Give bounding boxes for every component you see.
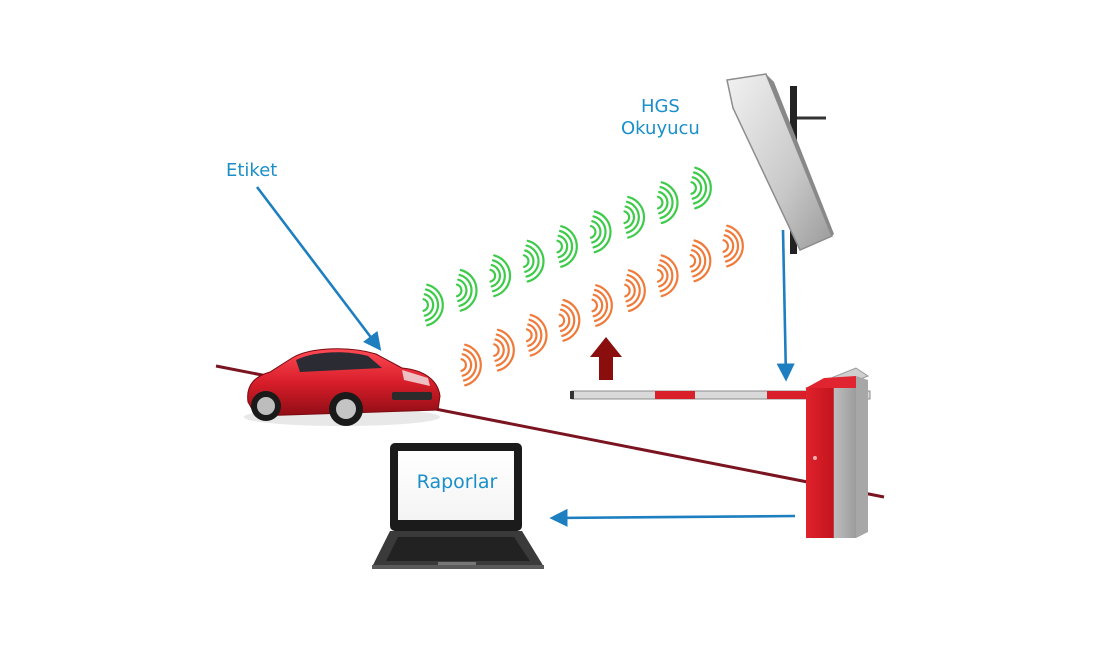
car-icon <box>244 348 441 426</box>
radio-wave-icon <box>489 254 512 298</box>
tag-pointer-arrow <box>255 186 382 351</box>
radio-wave-icon <box>591 284 613 327</box>
reader-label-line1: HGS <box>640 96 680 117</box>
radio-wave-icon <box>558 298 581 342</box>
barrier-to-laptop-arrow <box>549 508 796 527</box>
radio-wave-icon <box>656 254 679 298</box>
radio-wave-icon <box>656 181 679 225</box>
reader-label: HGS Okuyucu <box>621 96 700 140</box>
barrier-gate-icon <box>570 367 871 538</box>
tag-label: Etiket <box>226 160 278 181</box>
radio-wave-icon <box>522 239 545 283</box>
radio-wave-icon <box>624 269 646 313</box>
radio-wave-icon <box>556 225 578 268</box>
laptop-icon <box>372 443 544 569</box>
radio-wave-icon <box>690 166 712 210</box>
radio-wave-icon <box>422 283 444 327</box>
radio-wave-icon-green-group <box>422 166 712 327</box>
radio-wave-icon <box>455 268 478 312</box>
radio-wave-icon <box>689 239 712 283</box>
barrier-lift-arrow-icon <box>590 337 622 380</box>
reader-to-barrier-arrow <box>776 229 795 382</box>
rfid-reader-icon <box>726 73 834 254</box>
radio-wave-icon <box>493 328 515 372</box>
reader-label-line2: Okuyucu <box>621 118 700 139</box>
radio-wave-icon <box>589 210 612 254</box>
reports-screen-label: Raporlar <box>416 471 498 493</box>
radio-wave-icon <box>525 313 548 357</box>
radio-wave-icon-orange-group <box>460 224 744 387</box>
radio-wave-icon <box>722 224 744 268</box>
radio-wave-icon <box>623 195 646 239</box>
radio-wave-icon <box>460 343 482 387</box>
